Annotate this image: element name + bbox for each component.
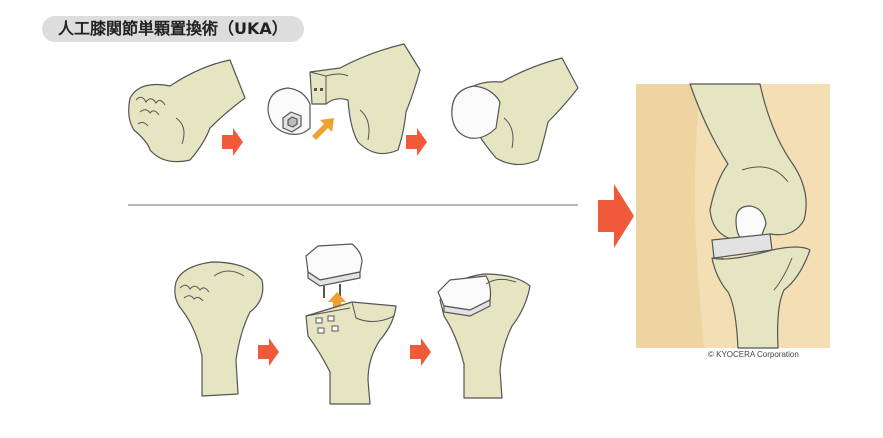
tibia-damaged-icon: [174, 261, 264, 397]
tibia-resected-icon: [305, 301, 397, 405]
process-arrow-icon: [406, 128, 427, 156]
femoral-implant-icon: [267, 87, 311, 135]
page-title: 人工膝関節単顆置換術（UKA）: [42, 16, 304, 42]
implant-insert-arrow-icon: [328, 292, 346, 312]
process-arrow-icon: [598, 184, 634, 248]
implant-insert-arrow-icon: [312, 118, 334, 140]
process-arrow-icon: [258, 338, 279, 366]
tibial-implant-icon: [305, 243, 363, 298]
copyright-notice: © KYOCERA Corporation: [708, 350, 799, 359]
process-arrow-icon: [222, 128, 243, 156]
femur-resected-icon: [309, 43, 421, 155]
tibia-with-implant-icon: [437, 273, 531, 399]
femur-with-implant-icon: [451, 57, 579, 166]
femur-damaged-icon: [128, 59, 246, 163]
knee-joint-icon: [636, 83, 830, 349]
process-arrow-icon: [410, 338, 431, 366]
